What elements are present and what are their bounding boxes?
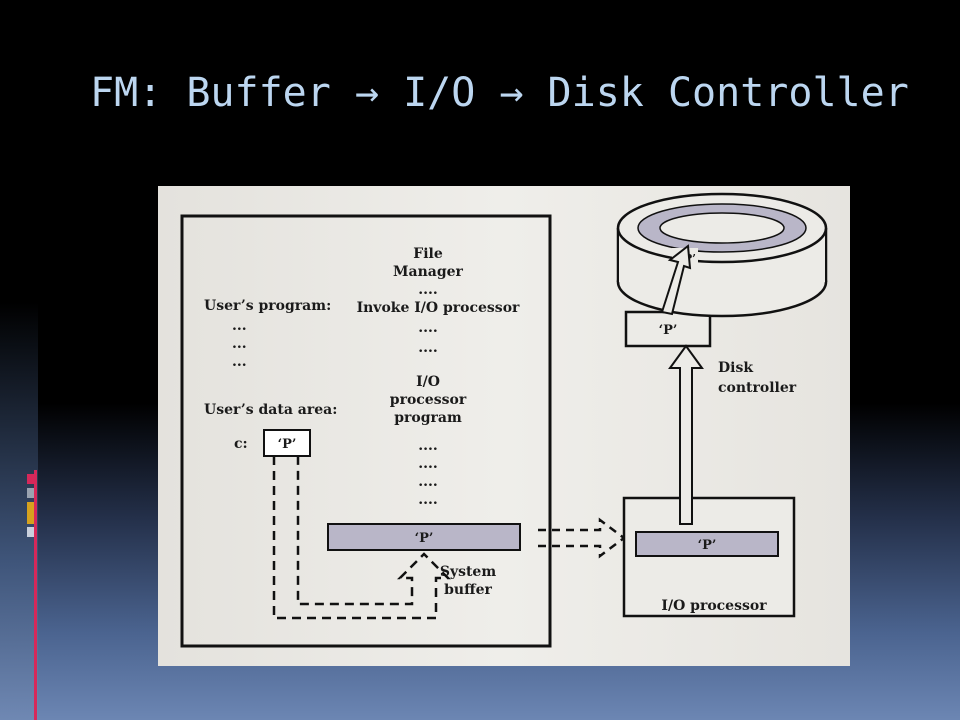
arrow-controller-to-disk (660, 244, 692, 316)
disk-controller-label-line2: controller (718, 380, 797, 396)
ellipsis-dots: .... (418, 282, 438, 298)
file-manager-label-line1: File (413, 246, 443, 262)
program-ellipsis: ... (232, 318, 247, 334)
io-processor-label: I/O processor (661, 598, 767, 614)
accent-square-red (27, 474, 37, 484)
accent-square-slate (27, 527, 37, 537)
accent-line-red (34, 470, 37, 720)
accent-square-gold (27, 502, 37, 524)
left-decor-strip (0, 0, 38, 720)
disk-controller-label-line1: Disk (718, 360, 753, 376)
program-ellipsis: ... (232, 336, 247, 352)
system-buffer-value: ‘P’ (415, 531, 434, 546)
disk-controller-value: ‘P’ (659, 323, 678, 338)
main-memory-box (180, 214, 552, 648)
variable-c-box (263, 429, 311, 457)
io-program-label-line1: I/O (416, 374, 440, 390)
system-buffer-box (327, 523, 521, 551)
arrow-io-to-controller (668, 344, 704, 525)
users-program-label: User’s program: (204, 298, 331, 314)
slide-title: FM: Buffer → I/O → Disk Controller (90, 70, 909, 116)
io-processor-buffer (635, 531, 779, 557)
program-ellipsis: ... (232, 354, 247, 370)
buffer-io-disk-diagram: File Manager .... Invoke I/O processor .… (158, 186, 850, 666)
ellipsis-dots: .... (418, 474, 438, 490)
ellipsis-dots: .... (418, 438, 438, 454)
ellipsis-dots: .... (418, 320, 438, 336)
ellipsis-dots: .... (418, 456, 438, 472)
io-processor-value: ‘P’ (698, 538, 717, 553)
ellipsis-dots: .... (418, 340, 438, 356)
file-manager-label-line2: Manager (393, 264, 464, 280)
disk-platter (616, 192, 828, 318)
invoke-io-processor-label: Invoke I/O processor (357, 300, 520, 316)
accent-square-gray (27, 488, 37, 498)
variable-c-value: ‘P’ (278, 437, 297, 452)
ellipsis-dots: .... (418, 492, 438, 508)
disk-controller-box (624, 310, 712, 348)
users-data-area-label: User’s data area: (204, 402, 337, 418)
io-program-label-line2: processor (390, 392, 467, 408)
figure-scan: File Manager .... Invoke I/O processor .… (158, 186, 850, 666)
variable-c-label: c: (234, 436, 248, 452)
system-buffer-label-line1: System (440, 564, 497, 580)
system-buffer-label-line2: buffer (444, 582, 492, 598)
io-program-label-line3: program (394, 410, 462, 426)
dashed-arrow-var-to-buffer (272, 456, 452, 620)
